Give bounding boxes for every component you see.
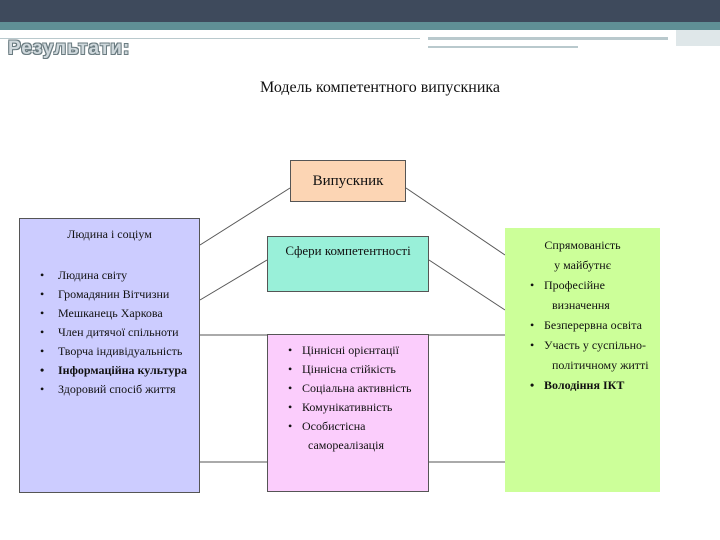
top-banner bbox=[0, 0, 720, 22]
human-society-list: Людина світу Громадянин Вітчизни Мешкане… bbox=[20, 266, 199, 399]
spheres-box: Сфери компетентності bbox=[267, 236, 429, 292]
list-item: Член дитячої спільноти bbox=[20, 323, 199, 342]
future-orientation-list: Професійне визначення Безперервна освіта… bbox=[506, 275, 659, 395]
list-item-continuation: політичному житті bbox=[552, 358, 649, 372]
decor-line bbox=[428, 46, 578, 48]
connector-line bbox=[199, 259, 268, 301]
list-item: Комунікативність bbox=[268, 398, 428, 417]
list-item: Інформаційна культура bbox=[20, 361, 199, 380]
list-item: Творча індивідуальність bbox=[20, 342, 199, 361]
future-orientation-box: Спрямованість у майбутнє Професійне визн… bbox=[505, 228, 660, 492]
graduate-label: Випускник bbox=[312, 172, 384, 189]
human-society-box: Людина і соціум Людина світу Громадянин … bbox=[19, 218, 200, 493]
list-item: Соціальна активність bbox=[268, 379, 428, 398]
list-item-continuation: самореалізація bbox=[308, 438, 384, 452]
decor-line bbox=[676, 30, 720, 46]
top-banner-accent bbox=[0, 22, 720, 30]
human-society-title: Людина і соціум bbox=[67, 227, 152, 241]
list-item: Ціннісні орієнтації bbox=[268, 341, 428, 360]
list-item: Громадянин Вітчизни bbox=[20, 285, 199, 304]
values-list: Ціннісні орієнтації Ціннісна стійкість С… bbox=[268, 341, 428, 455]
list-item-continuation: визначення bbox=[552, 298, 610, 312]
list-item: Участь у суспільно- bbox=[506, 335, 659, 355]
list-item: Особистісна bbox=[268, 417, 428, 436]
spheres-label: Сфери компетентності bbox=[285, 243, 411, 258]
list-item: Ціннісна стійкість bbox=[268, 360, 428, 379]
diagram-title: Модель компетентного випускника bbox=[259, 79, 501, 96]
connector-line bbox=[199, 187, 291, 246]
decor-line bbox=[428, 37, 668, 40]
list-item: Людина світу bbox=[20, 266, 199, 285]
future-orientation-subtitle: у майбутнє bbox=[554, 258, 611, 272]
future-orientation-title: Спрямованість bbox=[544, 238, 621, 252]
decor-line bbox=[0, 38, 420, 39]
list-item: Володіння ІКТ bbox=[506, 375, 659, 395]
list-item: Безперервна освіта bbox=[506, 315, 659, 335]
connector-line bbox=[405, 187, 506, 256]
connector-line bbox=[428, 259, 506, 311]
slide-heading: Результати: bbox=[8, 38, 131, 59]
list-item: Здоровий спосіб життя bbox=[20, 380, 199, 399]
list-item: Професійне bbox=[506, 275, 659, 295]
graduate-box: Випускник bbox=[290, 160, 406, 202]
list-item: Мешканець Харкова bbox=[20, 304, 199, 323]
values-box: Ціннісні орієнтації Ціннісна стійкість С… bbox=[267, 334, 429, 492]
